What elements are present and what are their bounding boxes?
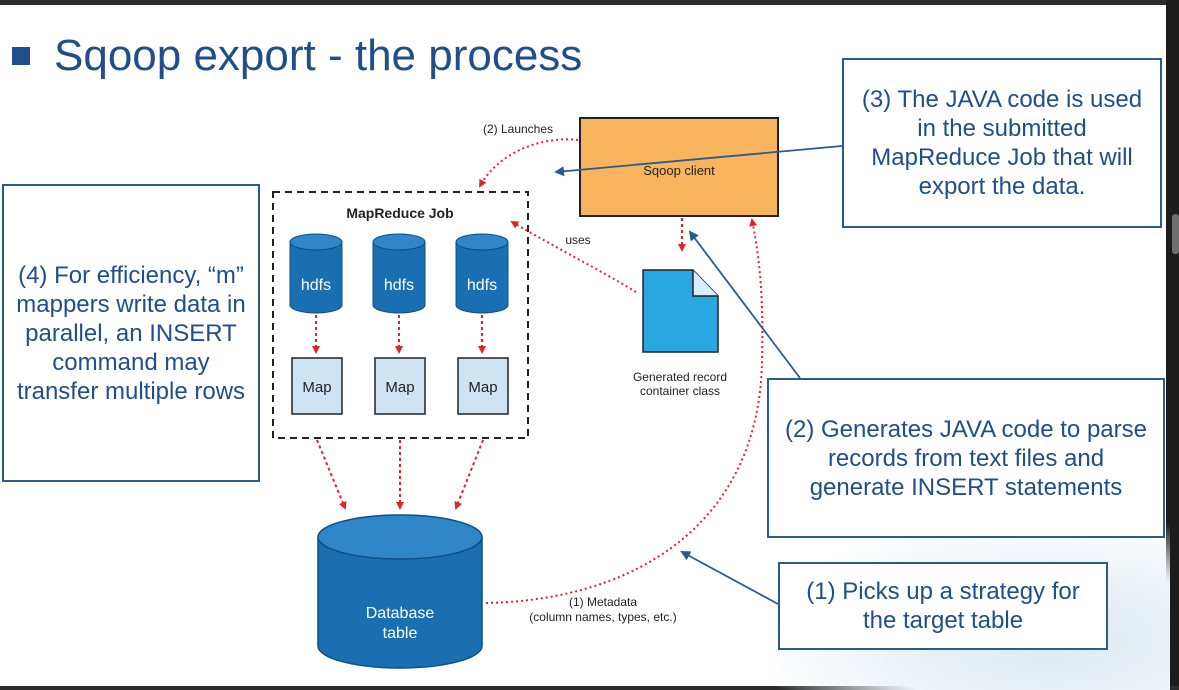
map-label: Map bbox=[468, 379, 497, 396]
callout-generates-java-code: (2) Generates JAVA code to parse records… bbox=[767, 378, 1165, 538]
map-box-1: Map bbox=[291, 357, 343, 415]
map-to-database-arrow bbox=[316, 439, 347, 510]
launches-arrow bbox=[479, 138, 579, 188]
record-class-label-line-1: Generated record bbox=[633, 370, 727, 384]
callout-1-pointer bbox=[680, 551, 779, 605]
hdfs-cylinder-3: hdfs bbox=[455, 233, 509, 314]
record-class-label-line-2: container class bbox=[640, 384, 720, 398]
callout-picks-strategy: (1) Picks up a strategy for the target t… bbox=[778, 562, 1108, 650]
metadata-arrow bbox=[485, 218, 764, 604]
window-right-border bbox=[1166, 0, 1179, 690]
hdfs-label: hdfs bbox=[301, 277, 331, 294]
uses-label: uses bbox=[565, 233, 590, 247]
title-bullet-icon bbox=[12, 47, 30, 65]
map-to-database-arrow bbox=[454, 439, 484, 510]
scrollbar-handle[interactable] bbox=[1172, 214, 1179, 254]
generated-record-document-icon bbox=[642, 269, 719, 353]
metadata-label-line-2: (column names, types, etc.) bbox=[529, 610, 676, 624]
slide-title: Sqoop export - the process bbox=[8, 26, 582, 86]
database-label-line-1: Database bbox=[366, 605, 435, 622]
database-table-cylinder: Database table bbox=[317, 514, 483, 669]
callout-2-pointer bbox=[688, 230, 801, 379]
sqoop-client-label: Sqoop client bbox=[643, 163, 715, 178]
window-top-border bbox=[0, 0, 1179, 5]
map-box-3: Map bbox=[457, 357, 509, 415]
hdfs-label: hdfs bbox=[384, 277, 414, 294]
slide-title-text: Sqoop export - the process bbox=[54, 31, 583, 80]
callout-java-code-submitted: (3) The JAVA code is used in the submitt… bbox=[842, 58, 1162, 228]
hdfs-label: hdfs bbox=[467, 277, 497, 294]
callout-3-pointer bbox=[554, 145, 843, 177]
map-label: Map bbox=[302, 379, 331, 396]
map-label: Map bbox=[385, 379, 414, 396]
metadata-label-line-1: (1) Metadata bbox=[569, 595, 637, 609]
window-bottom-border bbox=[0, 686, 1179, 690]
map-box-2: Map bbox=[374, 357, 426, 415]
database-label-line-2: table bbox=[383, 625, 418, 642]
callout-efficiency-mappers: (4) For efficiency, “m” mappers write da… bbox=[2, 184, 260, 482]
launches-label: (2) Launches bbox=[483, 122, 553, 136]
hdfs-cylinder-1: hdfs bbox=[289, 233, 343, 314]
mapreduce-job-box bbox=[272, 191, 529, 439]
mapreduce-job-label: MapReduce Job bbox=[346, 205, 453, 221]
hdfs-cylinder-2: hdfs bbox=[372, 233, 426, 314]
uses-arrow bbox=[510, 220, 637, 293]
